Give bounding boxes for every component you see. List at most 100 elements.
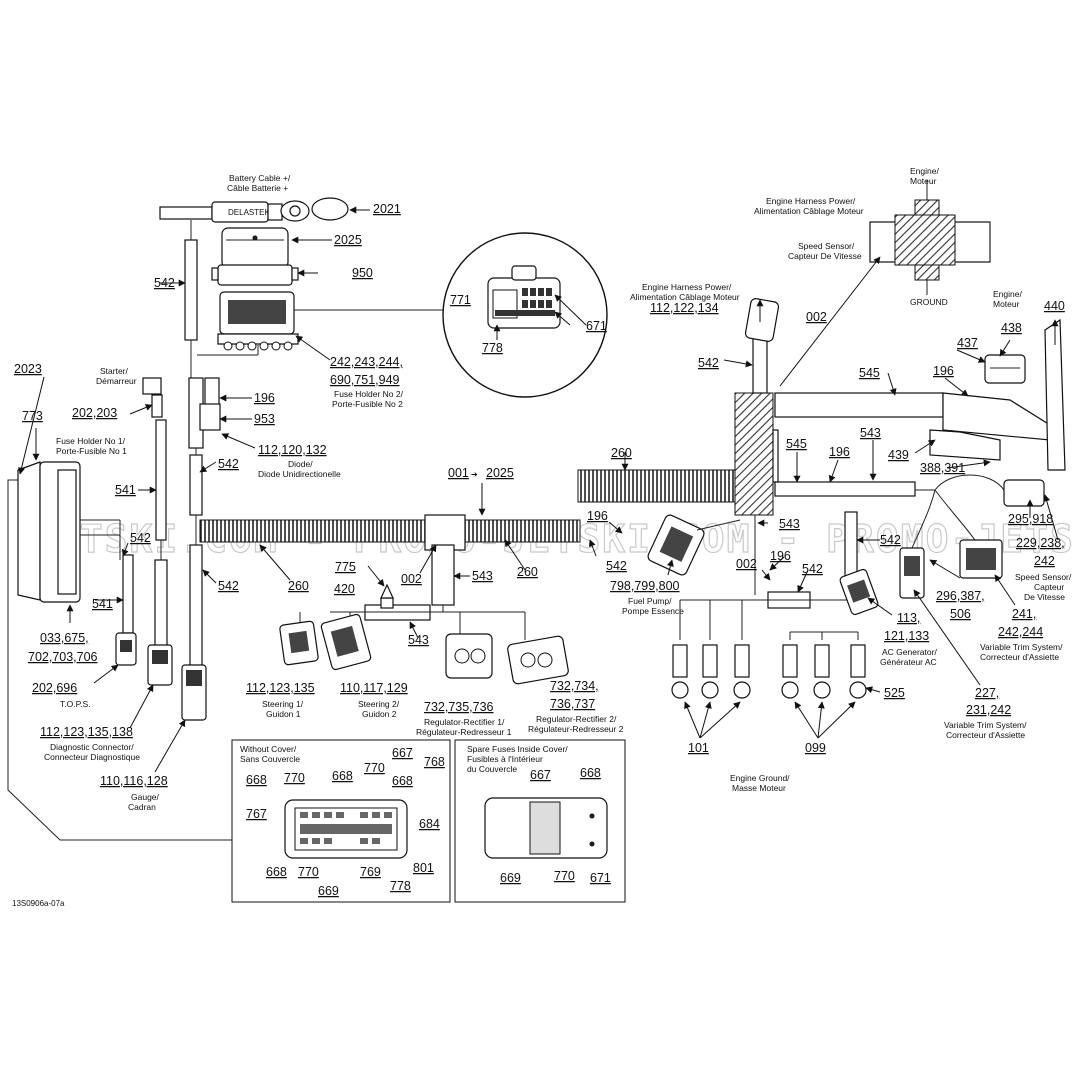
part-668: 668	[266, 865, 287, 879]
svg-text:Capteur De Vitesse: Capteur De Vitesse	[788, 251, 862, 261]
part-260: 260	[517, 565, 538, 579]
part-770: 770	[298, 865, 319, 879]
part-196: 196	[829, 445, 850, 459]
part-668: 668	[246, 773, 267, 787]
part-953: 953	[254, 412, 275, 426]
part-950: 950	[352, 266, 373, 280]
part-242: 242	[1034, 554, 1055, 568]
svg-text:Diode Unidirectionelle: Diode Unidirectionelle	[258, 469, 341, 479]
part-778: 778	[390, 879, 411, 893]
caption-starter: Starter/	[100, 366, 129, 376]
part-543: 543	[860, 426, 881, 440]
part-542: 542	[218, 457, 239, 471]
drawing-reference: 13S0906a-07a	[12, 899, 65, 908]
svg-text:Porte-Fusible No 1: Porte-Fusible No 1	[56, 446, 127, 456]
part-543: 543	[472, 569, 493, 583]
svg-text:Correcteur d'Assiette: Correcteur d'Assiette	[946, 730, 1025, 740]
part-296-387: 296,387,	[936, 589, 985, 603]
svg-text:Régulateur-Redresseur 2: Régulateur-Redresseur 2	[528, 724, 624, 734]
svg-text:Connecteur Diagnostique: Connecteur Diagnostique	[44, 752, 140, 762]
part-542: 542	[880, 533, 901, 547]
svg-text:Correcteur d'Assiette: Correcteur d'Assiette	[980, 652, 1059, 662]
part-112-122-134: 112,122,134	[650, 301, 719, 315]
caption-tops: T.O.P.S.	[60, 699, 91, 709]
caption-diagnostic-connector: Diagnostic Connector/	[50, 742, 134, 752]
part-001: 001	[448, 466, 469, 480]
part-667: 667	[530, 768, 551, 782]
caption-spare-fuses: Spare Fuses Inside Cover/	[467, 744, 568, 754]
part-112-120-132: 112,120,132	[258, 443, 327, 457]
part-798-799-800: 798,799,800	[610, 579, 680, 593]
caption-regulator-1: Regulator-Rectifier 1/	[424, 717, 505, 727]
part-801: 801	[413, 861, 434, 875]
part-671: 671	[590, 871, 611, 885]
part-773: 773	[22, 409, 43, 423]
caption-ground: GROUND	[910, 297, 948, 307]
part-732-734: 732,734,	[550, 679, 599, 693]
engine-harness	[647, 180, 1066, 699]
caption-speed-sensor: Speed Sensor/	[1015, 572, 1072, 582]
caption-variable-trim-1: Variable Trim System/	[980, 642, 1063, 652]
part-241: 241,	[1012, 607, 1036, 621]
part-767: 767	[246, 807, 267, 821]
part-227: 227,	[975, 686, 999, 700]
svg-text:Cadran: Cadran	[128, 802, 156, 812]
part-771: 771	[450, 293, 471, 307]
part-770: 770	[284, 771, 305, 785]
svg-text:Guidon 1: Guidon 1	[266, 709, 301, 719]
part-542: 542	[154, 276, 175, 290]
caption-gauge: Gauge/	[131, 792, 160, 802]
component-captions: Battery Cable +/ Câble Batterie + Fuse H…	[44, 166, 1072, 812]
caption-engine-harness-power: Engine Harness Power/	[642, 282, 732, 292]
part-260: 260	[288, 579, 309, 593]
part-260: 260	[611, 446, 632, 460]
part-2025: 2025	[334, 233, 362, 247]
svg-text:De Vitesse: De Vitesse	[1024, 592, 1065, 602]
part-242-244: 242,244	[998, 625, 1043, 639]
part-196: 196	[933, 364, 954, 378]
svg-text:DELASTEK: DELASTEK	[228, 208, 270, 217]
part-101: 101	[688, 741, 709, 755]
caption-fuel-pump: Fuel Pump/	[628, 596, 672, 606]
svg-text:Alimentation Câblage Moteur: Alimentation Câblage Moteur	[630, 292, 740, 302]
part-702: 702,703,706	[28, 650, 98, 664]
part-669: 669	[500, 871, 521, 885]
part-number-labels: 2021 2025 950 542 242,243,244, 690,751,9…	[14, 202, 1065, 898]
svg-text:Moteur: Moteur	[910, 176, 937, 186]
part-506: 506	[950, 607, 971, 621]
part-196: 196	[587, 509, 608, 523]
part-295-918: 295,918	[1008, 512, 1053, 526]
arrow-glyph: ➔	[471, 470, 478, 479]
part-778: 778	[482, 341, 503, 355]
part-033: 033,675,	[40, 631, 89, 645]
caption-without-cover: Without Cover/	[240, 744, 297, 754]
part-242: 242,243,244,	[330, 355, 403, 369]
caption-variable-trim-2: Variable Trim System/	[944, 720, 1027, 730]
part-420: 420	[334, 582, 355, 596]
caption-engine-harness-power-inset: Engine Harness Power/	[766, 196, 856, 206]
part-440: 440	[1044, 299, 1065, 313]
part-099: 099	[805, 741, 826, 755]
part-002: 002	[736, 557, 757, 571]
leader-lines	[18, 206, 1059, 773]
part-202-203: 202,203	[72, 406, 117, 420]
part-525: 525	[884, 686, 905, 700]
svg-text:Sans Couvercle: Sans Couvercle	[240, 754, 300, 764]
part-2023: 2023	[14, 362, 42, 376]
part-671: 671	[586, 319, 607, 333]
caption-steering-2: Steering 2/	[358, 699, 400, 709]
connector-detail-circle	[294, 232, 608, 398]
part-437: 437	[957, 336, 978, 350]
part-543: 543	[779, 517, 800, 531]
part-438: 438	[1001, 321, 1022, 335]
part-002: 002	[806, 310, 827, 324]
svg-text:Alimentation Câblage Moteur: Alimentation Câblage Moteur	[754, 206, 864, 216]
part-684: 684	[419, 817, 440, 831]
part-542: 542	[218, 579, 239, 593]
svg-text:Pompe Essence: Pompe Essence	[622, 606, 684, 616]
part-775: 775	[335, 560, 356, 574]
part-543: 543	[408, 633, 429, 647]
svg-text:Câble Batterie +: Câble Batterie +	[227, 183, 288, 193]
part-231-242: 231,242	[966, 703, 1011, 717]
part-541: 541	[115, 483, 136, 497]
